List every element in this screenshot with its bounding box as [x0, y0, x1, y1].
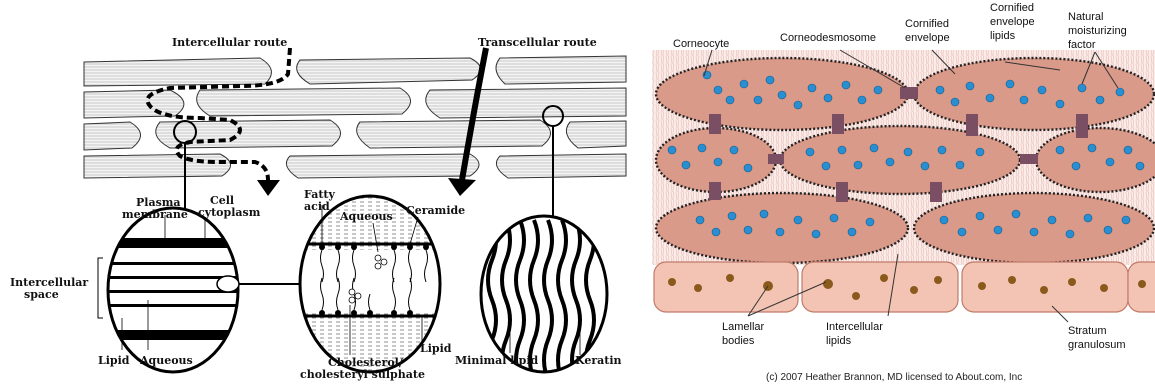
image-credit: (c) 2007 Heather Brannon, MD licensed to… — [766, 372, 1022, 383]
label-cholesterol: Cholesterol/ cholesteryl sulphate — [300, 356, 425, 381]
intercellular-arrowhead — [257, 180, 280, 196]
label-corneocyte: Corneocyte — [673, 38, 729, 50]
label-lipid-left: Lipid — [98, 354, 130, 367]
label-intercellular-space: Intercellular space — [10, 276, 92, 301]
label-cell-cytoplasm: Cell cytoplasm — [198, 194, 261, 219]
label-stratum-granulosum: Stratum granulosum — [1068, 325, 1125, 351]
label-intercellular-route: Intercellular route — [172, 36, 287, 49]
stratum-corneum-cells — [84, 56, 626, 178]
label-aqueous-left: Aqueous — [139, 354, 193, 367]
label-cornified-envelope: Cornified envelope — [905, 18, 952, 44]
right-stratum-corneum-diagram: Corneocyte Corneodesmosome Cornified env… — [652, 2, 1155, 383]
stratum-granulosum-cells — [654, 262, 1155, 312]
label-plasma-membrane: Plasma membrane — [122, 196, 188, 221]
label-cornified-envelope-lipids: Cornified envelope lipids — [990, 2, 1038, 42]
label-minimal-lipid: Minimal lipid — [455, 354, 539, 367]
label-keratin: Keratin — [575, 354, 622, 367]
label-ceramide: Ceramide — [406, 204, 465, 217]
label-lipid-middle: Lipid — [420, 342, 452, 355]
left-route-diagram: Intercellular route Transcellular route … — [10, 36, 626, 381]
label-corneodesmosome: Corneodesmosome — [780, 32, 876, 44]
label-aqueous-middle: Aqueous — [339, 210, 393, 223]
label-transcellular-route: Transcellular route — [478, 36, 597, 49]
label-natural-moisturizing-factor: Natural moisturizing factor — [1068, 11, 1130, 51]
transcellular-arrowhead — [448, 178, 476, 196]
label-lamellar-bodies: Lamellar bodies — [722, 321, 767, 347]
label-intercellular-lipids: Intercellular lipids — [826, 321, 886, 347]
detail-intercellular-space — [98, 200, 300, 380]
